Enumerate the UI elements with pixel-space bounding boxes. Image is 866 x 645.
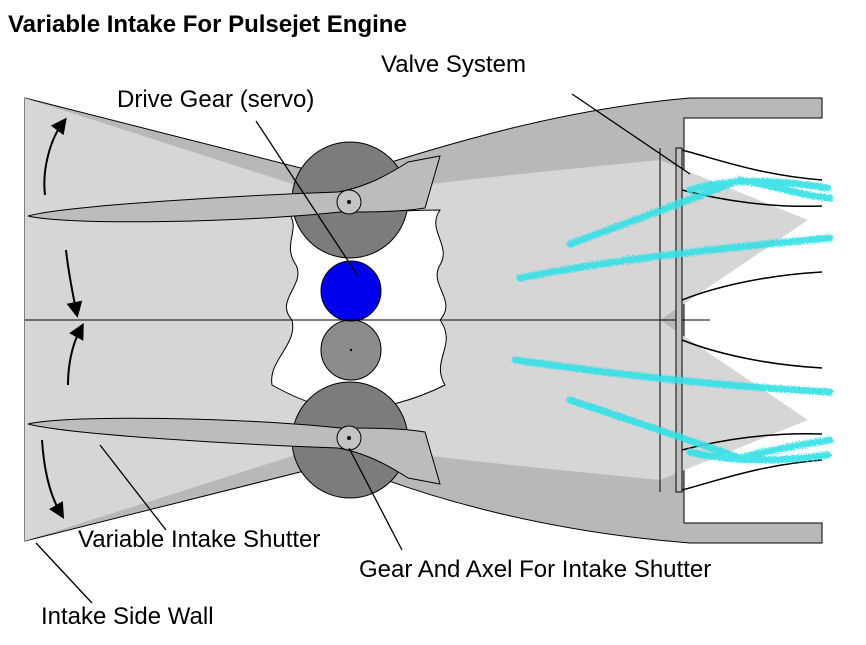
valve-plate (675, 147, 683, 493)
valve-reed-upper-3 (681, 271, 823, 301)
airflow (511, 176, 834, 464)
valve-reed-lower-2 (681, 432, 823, 451)
rotation-arrow-1 (43, 117, 67, 196)
valve-reed-upper-2 (681, 189, 823, 208)
rotation-arrow-3 (67, 322, 84, 386)
label-intake-side-wall: Intake Side Wall (41, 603, 214, 630)
label-valve-system: Valve System (381, 51, 526, 78)
diagram-title: Variable Intake For Pulsejet Engine (8, 11, 407, 38)
rotation-arrow-4 (41, 439, 65, 519)
lower-shutter-axle-pin (347, 436, 351, 440)
leader-gear-and-axel (348, 447, 403, 551)
leader-variable-intake-shutter (99, 444, 167, 531)
label-drive-gear: Drive Gear (servo) (117, 86, 315, 113)
valve-reed-lower-3 (681, 459, 823, 491)
leader-drive-gear (255, 120, 359, 277)
label-gear-and-axel: Gear And Axel For Intake Shutter (359, 556, 712, 583)
airflow-stream-4 (511, 356, 834, 396)
valve-reed-lower-1 (681, 339, 823, 369)
rotation-arrow-2 (65, 249, 83, 318)
idler-gear-center (349, 348, 353, 352)
airflow-stream-5 (566, 396, 834, 462)
airflow-stream-3 (686, 178, 832, 194)
valve-reed-upper-1 (681, 149, 823, 181)
leader-intake-side-wall (35, 542, 93, 604)
airflow-stream-1 (516, 234, 834, 282)
airflow-stream-6 (686, 448, 832, 464)
drive-gear (320, 260, 382, 322)
upper-shutter-axle-pin (347, 200, 351, 204)
leader-valve-system (571, 93, 691, 175)
label-variable-intake-shutter: Variable Intake Shutter (78, 526, 321, 553)
